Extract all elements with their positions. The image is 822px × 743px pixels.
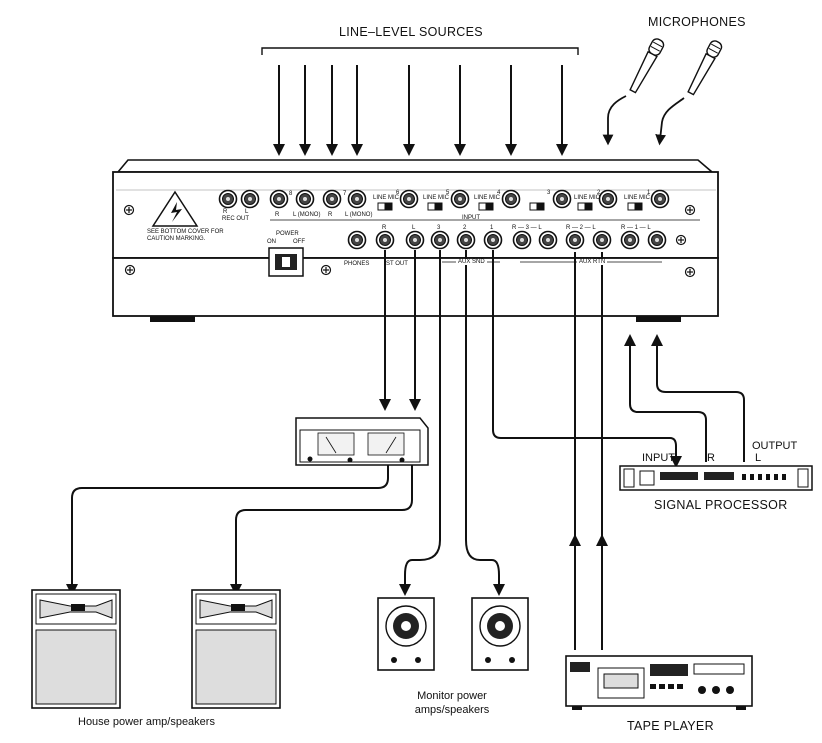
speaker-icon — [31, 589, 121, 709]
signal-processor-unit — [619, 465, 813, 491]
monitor-label-line1: Monitor power — [417, 690, 487, 702]
tape-player-unit — [565, 655, 753, 710]
house-speakers-label: House power amp/speakers — [78, 716, 215, 728]
line-mic-label: LINE MIC — [574, 195, 601, 201]
aux2-label: 2 — [463, 225, 467, 231]
caution-text: CAUTION MARKING. — [147, 236, 206, 242]
rtn3-label: R — 3 — L — [512, 225, 542, 231]
signal-processor-label: SIGNAL PROCESSOR — [654, 498, 788, 512]
aux-snd-label: AUX SND — [456, 259, 487, 265]
line-mic-label: LINE MIC — [423, 195, 450, 201]
st-out-label: ST OUT — [386, 261, 408, 267]
aux-send-cables — [399, 250, 682, 596]
line-level-sources-label: LINE–LEVEL SOURCES — [339, 25, 483, 39]
power-label: POWER — [276, 231, 299, 237]
st-out-l-label: L — [412, 225, 416, 231]
ch7-label: 7 — [343, 191, 347, 197]
line-mic-switches[interactable] — [377, 202, 643, 211]
ch4-label: 4 — [497, 190, 501, 196]
stereo-power-amp — [295, 417, 429, 466]
input-label: INPUT — [462, 215, 480, 221]
ch7-lmono-label: L (MONO) — [345, 212, 373, 218]
microphones-label: MICROPHONES — [648, 15, 746, 29]
high-voltage-warning-icon — [151, 190, 199, 227]
power-on-label: ON — [267, 239, 276, 245]
microphone-icon — [655, 40, 723, 146]
rtn1-label: R — 1 — L — [621, 225, 651, 231]
microphone-icon — [602, 38, 665, 146]
line-mic-label: LINE MIC — [474, 195, 501, 201]
speaker-icon — [191, 589, 281, 709]
line-source-arrows — [273, 65, 568, 156]
ch2-label: 2 — [597, 190, 601, 196]
ch7-r-label: R — [328, 212, 333, 218]
ch8-lmono-label: L (MONO) — [293, 212, 321, 218]
rec-out-l: L — [245, 209, 249, 215]
processor-output-label: OUTPUT — [752, 440, 798, 452]
ch1-label: 1 — [647, 190, 651, 196]
st-out-r-label: R — [382, 225, 387, 231]
ch3-label: 3 — [547, 190, 551, 196]
aux1-label: 1 — [490, 225, 494, 231]
power-switch[interactable] — [268, 247, 304, 277]
processor-l-label: L — [755, 452, 762, 464]
rec-out-r: R — [223, 209, 228, 215]
house-speaker-cables — [66, 465, 413, 596]
ch6-label: 6 — [396, 190, 400, 196]
aux-return-cables — [624, 334, 745, 462]
rtn2-label: R — 2 — L — [566, 225, 596, 231]
ch8-label: 8 — [289, 191, 293, 197]
monitor-label-line2: amps/speakers — [414, 704, 490, 716]
sources-brace — [261, 47, 579, 55]
caution-text: SEE BOTTOM COVER FOR — [147, 229, 224, 235]
line-mic-label: LINE MIC — [624, 195, 651, 201]
line-mic-label: LINE MIC — [373, 195, 400, 201]
speaker-icon — [377, 597, 435, 671]
aux-rtn-label: AUX RTN — [577, 259, 608, 265]
ch5-label: 5 — [446, 190, 450, 196]
phones-label: PHONES — [344, 261, 370, 267]
tape-cables — [569, 252, 608, 650]
rec-out-label: REC OUT — [222, 216, 249, 222]
tape-player-label: TAPE PLAYER — [627, 719, 714, 733]
processor-input-label: INPUT — [642, 452, 675, 464]
speaker-icon — [471, 597, 529, 671]
st-out-cables — [379, 250, 421, 411]
ch8-r-label: R — [275, 212, 280, 218]
processor-r-label: R — [707, 452, 715, 464]
aux3-label: 3 — [437, 225, 441, 231]
power-off-label: OFF — [293, 239, 305, 245]
